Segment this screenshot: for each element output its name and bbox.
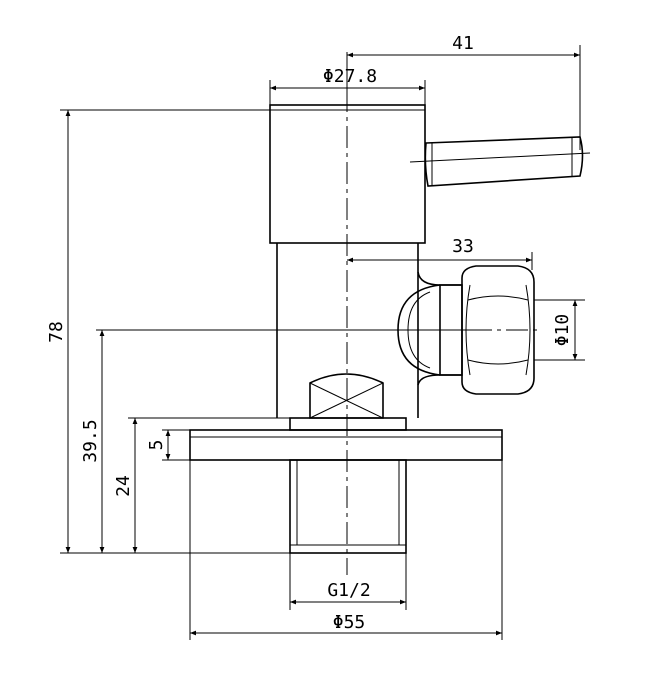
- stem-base: [289, 417, 407, 431]
- outlet-neck-bottom: [417, 374, 462, 386]
- nut-facet-right: [525, 284, 531, 376]
- valve-head: [309, 373, 384, 419]
- flange: [189, 429, 503, 461]
- dim-text-flange-thickness: 5: [146, 440, 167, 451]
- dimension-labels: 41 Φ27.8 33 Φ10 78 39.5 24 5 G1/2 Φ55: [46, 33, 573, 633]
- dim-text-body-diameter: Φ27.8: [323, 66, 377, 87]
- lever-centerline: [409, 152, 591, 163]
- center-lines: [346, 90, 540, 575]
- dim-text-overall-height: 78: [46, 321, 67, 343]
- nut-facet-2: [467, 359, 529, 365]
- valve-outline: [189, 104, 591, 554]
- outlet-neck-top: [417, 271, 462, 286]
- dim-text-flange-height: 24: [113, 475, 134, 497]
- dim-text-outlet-height: 39.5: [80, 419, 101, 462]
- dimension-lines: [65, 52, 580, 636]
- dim-text-flange-diameter: Φ55: [333, 612, 366, 633]
- compression-nut: [461, 265, 535, 395]
- dim-text-outlet-offset: 33: [452, 236, 474, 257]
- dim-text-outlet-diameter: Φ10: [552, 314, 573, 347]
- dim-text-thread-size: G1/2: [327, 580, 370, 601]
- valve-head-cross-2: [309, 382, 384, 419]
- extension-lines: [60, 45, 585, 640]
- dim-text-lever-reach: 41: [452, 33, 474, 54]
- threaded-connector: [289, 459, 407, 554]
- lever-arm: [424, 136, 584, 187]
- nut-facet-1: [467, 295, 529, 301]
